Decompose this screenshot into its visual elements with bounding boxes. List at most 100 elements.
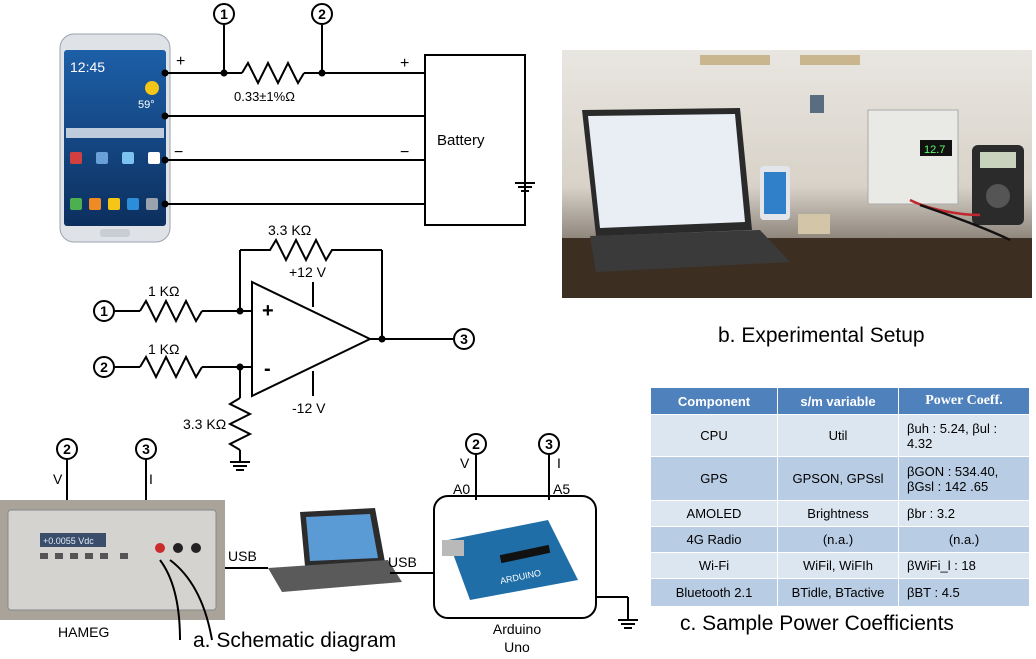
shunt-resistor (241, 60, 305, 86)
meter-name-label: HAMEG (58, 624, 109, 640)
positive-supply-label: +12 V (289, 264, 327, 280)
setup-power-supply: 12.7 (867, 109, 959, 205)
contacts-app-icon (89, 198, 101, 210)
row-coeff: βbr : 3.2 (898, 500, 1030, 527)
row-coeff: βGON : 534.40, βGsl : 142 .65 (898, 456, 1030, 501)
phone-negative-label: − (174, 144, 183, 161)
phone-temperature: 59° (138, 99, 155, 111)
caption-setup: b. Experimental Setup (718, 324, 925, 347)
arduino-name-line2: Uno (504, 639, 530, 655)
battery-positive-label: + (400, 55, 409, 72)
input-resistor-2-label: 1 KΩ (148, 341, 179, 357)
usb-left-label: USB (228, 548, 257, 564)
table-row: GPS GPSON, GPSsl βGON : 534.40, βGsl : 1… (650, 456, 1030, 501)
meter-probe-wires (66, 460, 213, 641)
node-marker-2-opamp: 2 (93, 356, 115, 378)
row-coeff: (n.a.) (898, 526, 1030, 553)
node-marker-3-arduino: 3 (538, 433, 560, 455)
table-row: Bluetooth 2.1 BTidle, BTactive βBT : 4.5 (650, 578, 1030, 607)
svg-text:2: 2 (318, 6, 326, 22)
arduino-voltage-label: V (460, 455, 470, 471)
camera-app-icon (96, 152, 108, 164)
battery-label: Battery (437, 132, 485, 149)
header-component: Component (650, 387, 778, 415)
setup-multimeter (972, 145, 1024, 225)
svg-text:2: 2 (100, 359, 108, 375)
svg-text:3: 3 (545, 436, 553, 452)
node-marker-1-opamp: 1 (93, 300, 115, 322)
node-marker-2-arduino: 2 (465, 433, 487, 455)
meter-voltage-label: V (53, 471, 63, 487)
pin-a0-label: A0 (453, 481, 470, 497)
node-marker-2-top: 2 (311, 3, 333, 25)
usb-cables (225, 567, 434, 574)
wire-dots (161, 69, 326, 208)
samsung-apps-icon (122, 152, 134, 164)
svg-text:2: 2 (472, 436, 480, 452)
opamp-noninverting-label: + (262, 300, 274, 322)
row-component: CPU (650, 414, 778, 457)
feedback-resistor (240, 237, 382, 263)
caption-coefficients: c. Sample Power Coefficients (680, 612, 954, 635)
sun-icon (145, 81, 159, 95)
internet-app-icon (127, 198, 139, 210)
row-variable: GPSON, GPSsl (777, 456, 899, 501)
row-component: Wi-Fi (650, 552, 778, 579)
laptop-icon (268, 508, 402, 592)
arduino-name-line1: Arduino (493, 621, 541, 637)
row-variable: BTidle, BTactive (777, 578, 899, 607)
row-component: Bluetooth 2.1 (650, 578, 778, 607)
arduino-box: ARDUINO (433, 495, 597, 619)
home-button (100, 229, 130, 237)
svg-text:1: 1 (100, 303, 108, 319)
shunt-resistor-label: 0.33±1%Ω (234, 89, 295, 104)
table-row: AMOLED Brightness βbr : 3.2 (650, 500, 1030, 527)
phone-battery-wiring (165, 25, 535, 226)
row-variable: Brightness (777, 500, 899, 527)
table-row: Wi-Fi WiFil, WiFIh βWiFi_l : 18 (650, 552, 1030, 579)
svg-text:+0.0055 Vdc: +0.0055 Vdc (43, 536, 94, 546)
battery-negative-label: − (400, 144, 409, 161)
header-variable: s/m variable (777, 387, 899, 415)
hameg-meter: +0.0055 Vdc (0, 500, 225, 620)
meter-current-label: I (149, 471, 153, 487)
phone-positive-label: + (176, 53, 185, 70)
node-marker-3-opamp: 3 (453, 328, 475, 350)
setup-laptop (582, 108, 790, 272)
row-variable: (n.a.) (777, 526, 899, 553)
node-marker-3-meter: 3 (135, 438, 157, 460)
input-resistor-1 (139, 298, 203, 324)
row-coeff: βWiFi_l : 18 (898, 552, 1030, 579)
setup-phone (760, 166, 790, 220)
svg-text:3: 3 (142, 441, 150, 457)
apps-icon (146, 198, 158, 210)
experimental-setup-photo: 12.7 (562, 50, 1032, 298)
power-coefficient-table: Component s/m variable Power Coeff. CPU … (650, 387, 1030, 607)
row-component: AMOLED (650, 500, 778, 527)
svg-text:3: 3 (460, 331, 468, 347)
ground-resistor (227, 397, 253, 451)
arduino-current-label: I (557, 455, 561, 471)
usb-right-label: USB (388, 554, 417, 570)
email-app-icon (70, 152, 82, 164)
messaging-app-icon (108, 198, 120, 210)
negative-supply-label: -12 V (292, 400, 326, 416)
phone-app-icon (70, 198, 82, 210)
setup-arduino (798, 214, 830, 234)
feedback-resistor-label: 3.3 KΩ (268, 222, 311, 238)
row-variable: Util (777, 414, 899, 457)
opamp-inverting-label: - (264, 358, 271, 380)
ground-resistor-label: 3.3 KΩ (183, 416, 226, 432)
table-header-row: Component s/m variable Power Coeff. (650, 387, 1030, 415)
header-power-coeff: Power Coeff. (898, 387, 1030, 415)
play-store-icon (148, 152, 160, 164)
opamp-triangle (251, 280, 373, 398)
svg-text:12.7: 12.7 (924, 144, 945, 156)
caption-schematic: a. Schematic diagram (193, 629, 397, 652)
row-variable: WiFil, WiFIh (777, 552, 899, 579)
row-component: GPS (650, 456, 778, 501)
phone-clock: 12:45 (70, 59, 105, 75)
arduino-wires (475, 455, 638, 629)
input-resistor-2 (139, 354, 203, 380)
